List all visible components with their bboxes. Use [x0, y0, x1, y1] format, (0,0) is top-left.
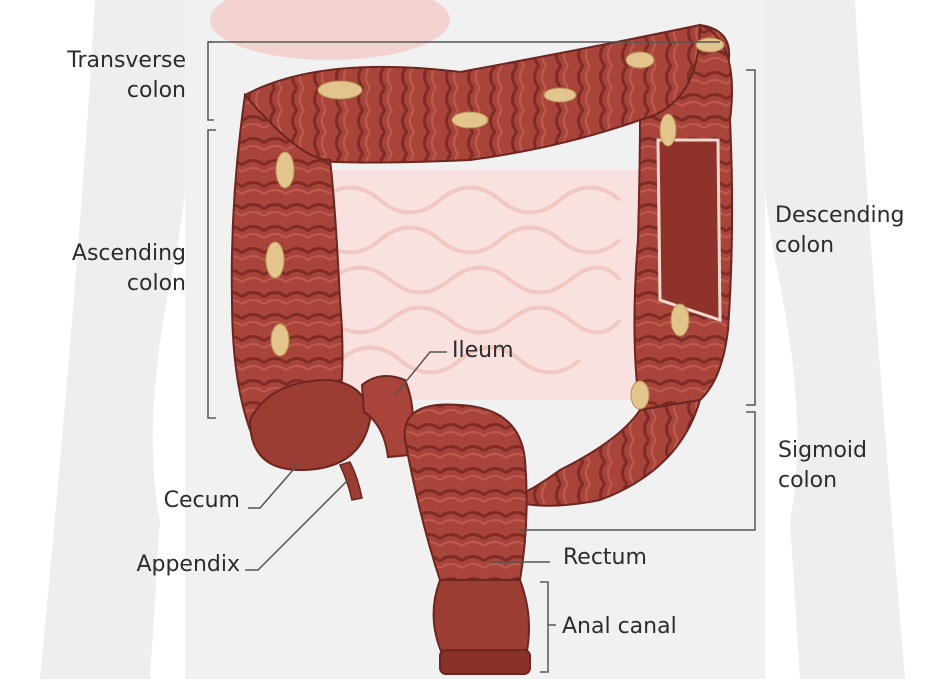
- label-ascending-colon: Ascending colon: [40, 239, 186, 299]
- label-ascending-colon-line2: colon: [40, 269, 186, 299]
- label-appendix: Appendix: [100, 550, 240, 580]
- label-transverse-colon-line2: colon: [40, 76, 186, 106]
- anal-canal-ring: [440, 650, 530, 674]
- anal-canal-shape: [434, 580, 529, 660]
- label-sigmoid-colon-line2: colon: [778, 466, 867, 496]
- label-ileum: Ileum: [452, 336, 514, 366]
- label-sigmoid-colon-line1: Sigmoid: [778, 436, 867, 466]
- label-rectum: Rectum: [563, 543, 647, 573]
- label-descending-colon-line2: colon: [775, 231, 905, 261]
- descending-colon-cutaway: [658, 140, 720, 320]
- label-sigmoid-colon: Sigmoid colon: [778, 436, 867, 496]
- label-transverse-colon-line1: Transverse: [40, 46, 186, 76]
- label-descending-colon-line1: Descending: [775, 201, 905, 231]
- label-transverse-colon: Transverse colon: [40, 46, 186, 106]
- label-ascending-colon-line1: Ascending: [40, 239, 186, 269]
- label-cecum: Cecum: [120, 486, 240, 516]
- label-anal-canal: Anal canal: [562, 612, 677, 642]
- label-descending-colon: Descending colon: [775, 201, 905, 261]
